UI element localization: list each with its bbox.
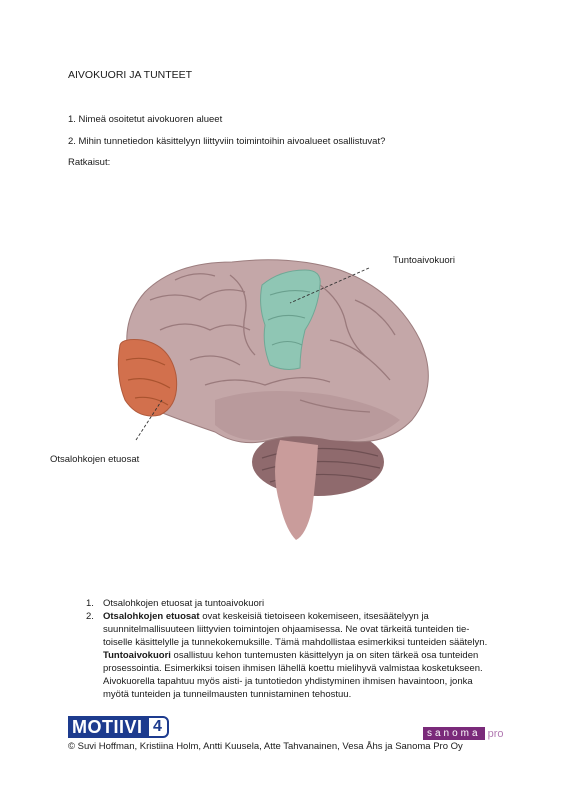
answer-line: Tuntoaivokuori osallistuu kehon tuntemus…	[103, 650, 479, 661]
answer-text: Otsalohkojen etuosat ovat keskeisiä tiet…	[103, 610, 506, 701]
answer-line: myötä tunteiden ja tunneilmausten tunnis…	[103, 689, 352, 700]
answer-item-1: 1. Otsalohkojen etuosat ja tuntoaivokuor…	[86, 597, 506, 610]
answer-line: prosessointia. Esimerkiksi toisen ihmise…	[103, 663, 483, 674]
answer-line: Otsalohkojen etuosat ovat keskeisiä tiet…	[103, 611, 429, 622]
answer-text: Otsalohkojen etuosat ja tuntoaivokuori	[103, 598, 265, 609]
publisher-name: sanoma	[423, 727, 485, 740]
label-otsalohkojen-etuosat: Otsalohkojen etuosat	[50, 454, 140, 465]
answer-list: 1. Otsalohkojen etuosat ja tuntoaivokuor…	[86, 597, 506, 701]
answer-number: 1.	[86, 598, 94, 609]
somatosensory-region	[260, 269, 321, 370]
solutions-label: Ratkaisut:	[68, 157, 111, 168]
gyri-lines	[149, 273, 396, 413]
frontal-pole-folds	[125, 357, 171, 406]
temporal-lobe	[215, 391, 400, 441]
brainstem	[275, 440, 318, 540]
label-tuntoaivokuori: Tuntoaivokuori	[393, 255, 455, 266]
copyright: © Suvi Hoffman, Kristiina Holm, Antti Ku…	[68, 741, 463, 752]
logo-number: 4	[146, 716, 169, 738]
page-title: AIVOKUORI JA TUNTEET	[68, 69, 193, 81]
answer-item-2: 2. Otsalohkojen etuosat ovat keskeisiä t…	[86, 610, 506, 701]
somatosensory-folds	[267, 289, 311, 346]
publisher-suffix: pro	[487, 727, 504, 740]
answer-line: Aivokuorella tapahtuu myös aisti- ja tun…	[103, 676, 473, 687]
leader-line-otsalohko	[135, 399, 163, 441]
question-1: 1. Nimeä osoitetut aivokuoren alueet	[68, 114, 223, 125]
answer-line: toiselle käsittelylle ja tunnekokemuksil…	[103, 637, 488, 648]
leader-line-tuntoaivokuori	[289, 267, 370, 304]
answer-line: suunnitelmallisuuteen liittyvien toimint…	[103, 624, 470, 635]
term-tuntoaivokuori: Tuntoaivokuori	[103, 650, 171, 661]
sanoma-pro-logo: sanoma pro	[423, 727, 503, 740]
logo-text: MOTIIVI	[68, 716, 147, 738]
motiivi-logo: MOTIIVI 4	[68, 716, 169, 738]
question-2: 2. Mihin tunnetiedon käsittelyyn liittyv…	[68, 136, 386, 147]
answer-number: 2.	[86, 611, 94, 622]
term-otsalohkojen-etuosat: Otsalohkojen etuosat	[103, 611, 200, 622]
